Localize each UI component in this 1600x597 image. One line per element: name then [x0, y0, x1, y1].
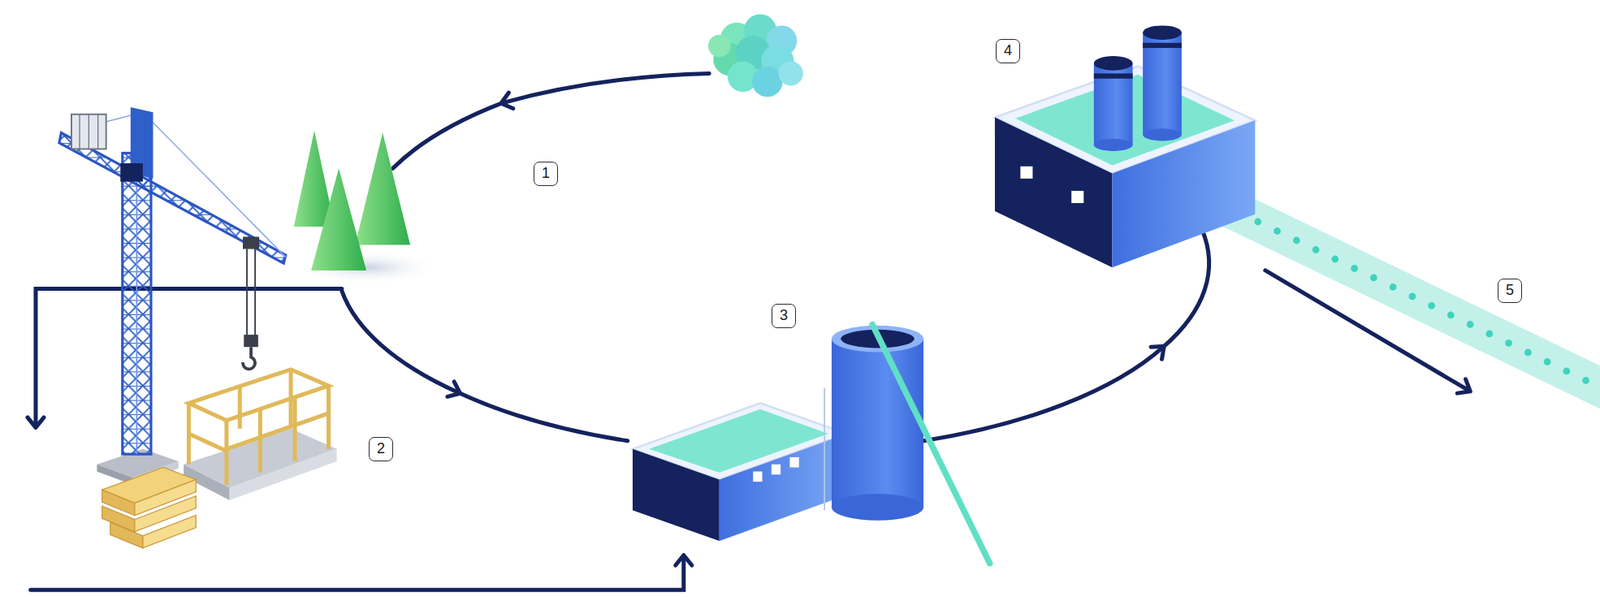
timber-house: [102, 369, 338, 549]
refinery: [994, 25, 1255, 268]
tower-crane: [59, 107, 286, 485]
callout-number: 2: [368, 436, 394, 462]
processing-plant: [632, 324, 991, 564]
molecule-cloud: [708, 14, 804, 98]
forest: [294, 130, 439, 284]
pipeline: [1204, 195, 1600, 403]
callout-number: 1: [533, 161, 558, 186]
output-arrow: [1265, 270, 1470, 391]
callout-number: 4: [995, 38, 1021, 64]
callout-number: 3: [771, 303, 796, 329]
cycle-arrows: [30, 73, 1210, 590]
callout-number: 5: [1497, 278, 1523, 303]
